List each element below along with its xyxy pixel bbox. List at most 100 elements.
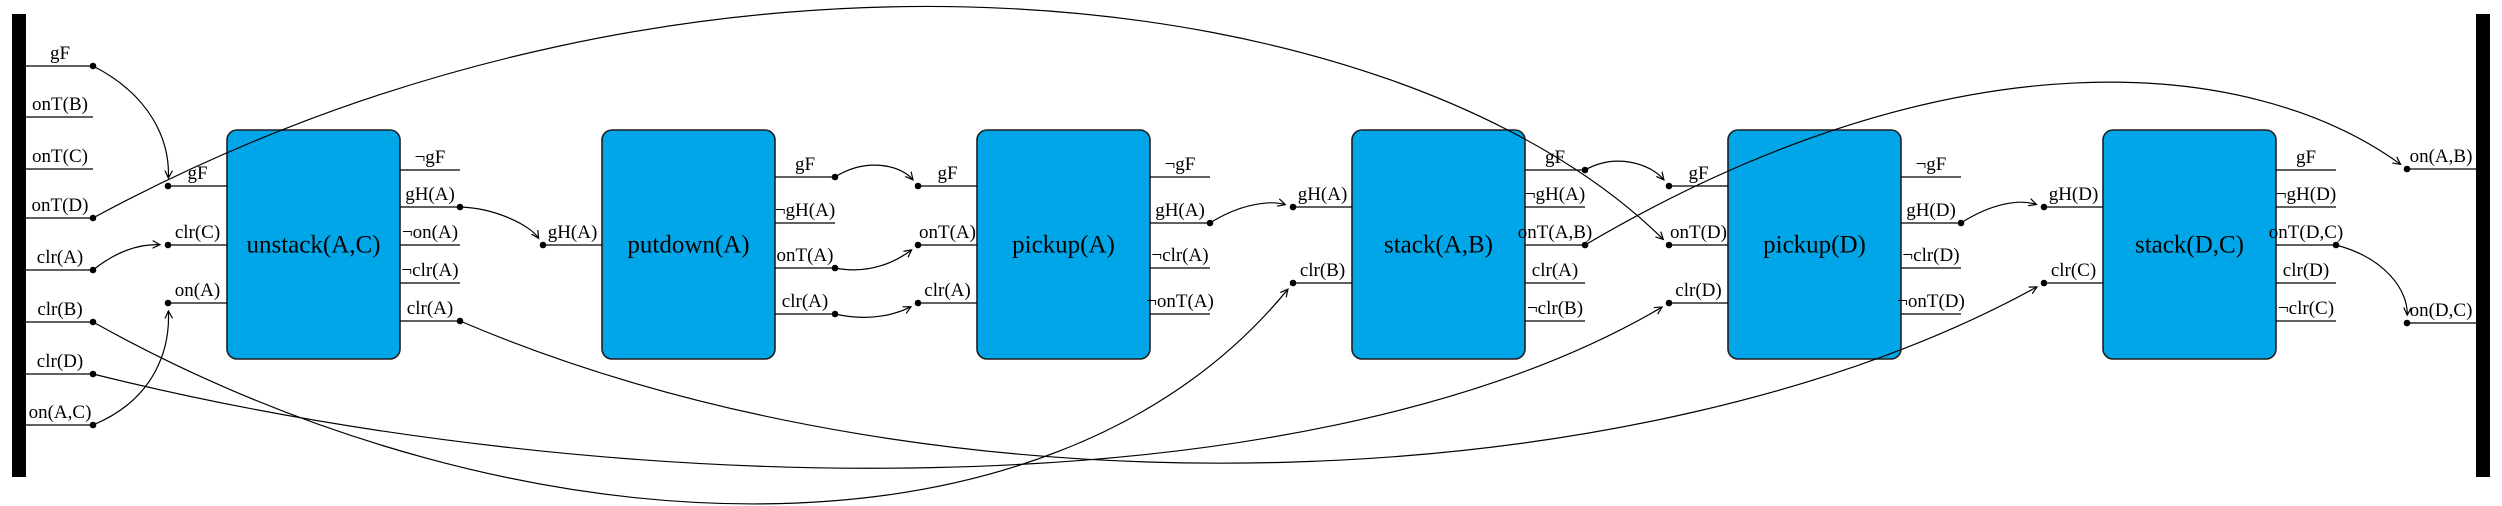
- precondition-label: gH(A): [548, 222, 598, 243]
- connection-dot: [89, 62, 97, 70]
- causal-link-arrow: [92, 307, 1662, 469]
- connection-dot: [539, 241, 547, 249]
- action-title: pickup(A): [1012, 232, 1115, 259]
- init-fact-label: gF: [50, 43, 70, 64]
- effect-label: ¬gF: [1916, 154, 1947, 175]
- connection-dot: [1206, 219, 1214, 227]
- effect-label: clr(A): [407, 298, 453, 319]
- causal-link-arrow: [459, 206, 539, 238]
- effect-label: ¬gF: [1165, 154, 1196, 175]
- goal-fact-label: on(D,C): [2410, 300, 2473, 321]
- connection-dot: [2403, 165, 2411, 173]
- effect-label: gH(D): [1906, 200, 1956, 221]
- connection-dot: [456, 203, 464, 211]
- connection-dot: [2040, 203, 2048, 211]
- effect-label: gF: [2296, 147, 2316, 168]
- precondition-label: clr(D): [1675, 280, 1721, 301]
- precondition-label: onT(D): [1670, 222, 1727, 243]
- causal-link-arrow: [834, 250, 912, 271]
- causal-link-arrow: [92, 289, 1288, 505]
- causal-link-arrow: [2335, 244, 2407, 315]
- action-title: stack(D,C): [2135, 232, 2244, 259]
- connection-dot: [2040, 279, 2048, 287]
- connection-dot: [89, 318, 97, 326]
- effect-label: clr(A): [782, 291, 828, 312]
- causal-link-arrow: [92, 245, 160, 271]
- effect-label: ¬clr(A): [1151, 245, 1208, 266]
- effect-label: gF: [1545, 147, 1565, 168]
- effect-label: ¬gF: [415, 147, 446, 168]
- precondition-label: onT(A): [919, 222, 976, 243]
- initial-state-bar: [12, 14, 26, 477]
- effect-label: ¬gH(D): [2276, 184, 2336, 205]
- goal-state-bar: [2476, 14, 2490, 477]
- causal-link-arrow: [92, 5, 1663, 239]
- action-title: putdown(A): [627, 232, 749, 259]
- connection-dot: [1581, 241, 1589, 249]
- connection-dot: [1289, 203, 1297, 211]
- causal-link-arrow: [92, 311, 169, 426]
- effect-label: clr(A): [1532, 260, 1578, 281]
- connection-dot: [89, 421, 97, 429]
- effect-label: ¬gH(A): [1525, 184, 1585, 205]
- effect-label: ¬on(A): [402, 222, 458, 243]
- effect-label: onT(A,B): [1518, 222, 1592, 243]
- causal-link-arrow: [1584, 81, 2401, 246]
- init-fact-label: onT(D): [32, 195, 89, 216]
- connection-dot: [914, 241, 922, 249]
- effect-label: gH(A): [1155, 200, 1205, 221]
- connection-dot: [2403, 319, 2411, 327]
- connection-dot: [831, 310, 839, 318]
- precondition-label: gH(D): [2049, 184, 2099, 205]
- causal-link-arrow: [834, 307, 911, 318]
- causal-link-arrow: [1209, 203, 1285, 224]
- precondition-label: gF: [1688, 163, 1708, 184]
- connection-dot: [2332, 241, 2340, 249]
- connection-dot: [164, 182, 172, 190]
- init-fact-label: clr(A): [37, 247, 83, 268]
- connection-dot: [89, 266, 97, 274]
- causal-link-arrow: [1960, 202, 2036, 224]
- init-fact-label: clr(B): [37, 299, 82, 320]
- connection-dot: [1289, 279, 1297, 287]
- causal-link-arrow: [1584, 160, 1664, 180]
- connection-dot: [1665, 299, 1673, 307]
- init-fact-label: clr(D): [37, 351, 83, 372]
- precondition-label: on(A): [175, 280, 220, 301]
- effect-label: gF: [795, 154, 815, 175]
- action-title: pickup(D): [1763, 232, 1866, 259]
- effect-label: onT(D,C): [2269, 222, 2343, 243]
- connection-dot: [164, 241, 172, 249]
- effect-label: gH(A): [405, 184, 455, 205]
- effect-label: ¬clr(C): [2278, 298, 2334, 319]
- connection-dot: [1957, 219, 1965, 227]
- precondition-label: clr(C): [2051, 260, 2096, 281]
- precondition-label: gF: [937, 163, 957, 184]
- action-title: stack(A,B): [1384, 232, 1493, 259]
- init-fact-label: on(A,C): [29, 402, 92, 423]
- connection-dot: [456, 317, 464, 325]
- effect-label: clr(D): [2283, 260, 2329, 281]
- precondition-label: gH(A): [1298, 184, 1348, 205]
- connection-dot: [914, 299, 922, 307]
- effect-label: onT(A): [777, 245, 834, 266]
- causal-link-arrow: [459, 287, 2037, 464]
- effect-label: ¬onT(A): [1146, 291, 1214, 312]
- precondition-label: clr(B): [1300, 260, 1345, 281]
- connection-dot: [831, 173, 839, 181]
- effect-label: ¬clr(D): [1902, 245, 1959, 266]
- causal-link-arrow: [834, 164, 913, 180]
- connection-dot: [831, 264, 839, 272]
- precondition-label: clr(C): [175, 222, 220, 243]
- precondition-label: clr(A): [924, 280, 970, 301]
- connection-dot: [89, 214, 97, 222]
- connection-dot: [164, 299, 172, 307]
- connection-dot: [1665, 182, 1673, 190]
- connection-dot: [1581, 166, 1589, 174]
- connection-dot: [1665, 241, 1673, 249]
- connection-dot: [89, 370, 97, 378]
- effect-label: ¬clr(B): [1527, 298, 1583, 319]
- effect-label: ¬clr(A): [401, 260, 458, 281]
